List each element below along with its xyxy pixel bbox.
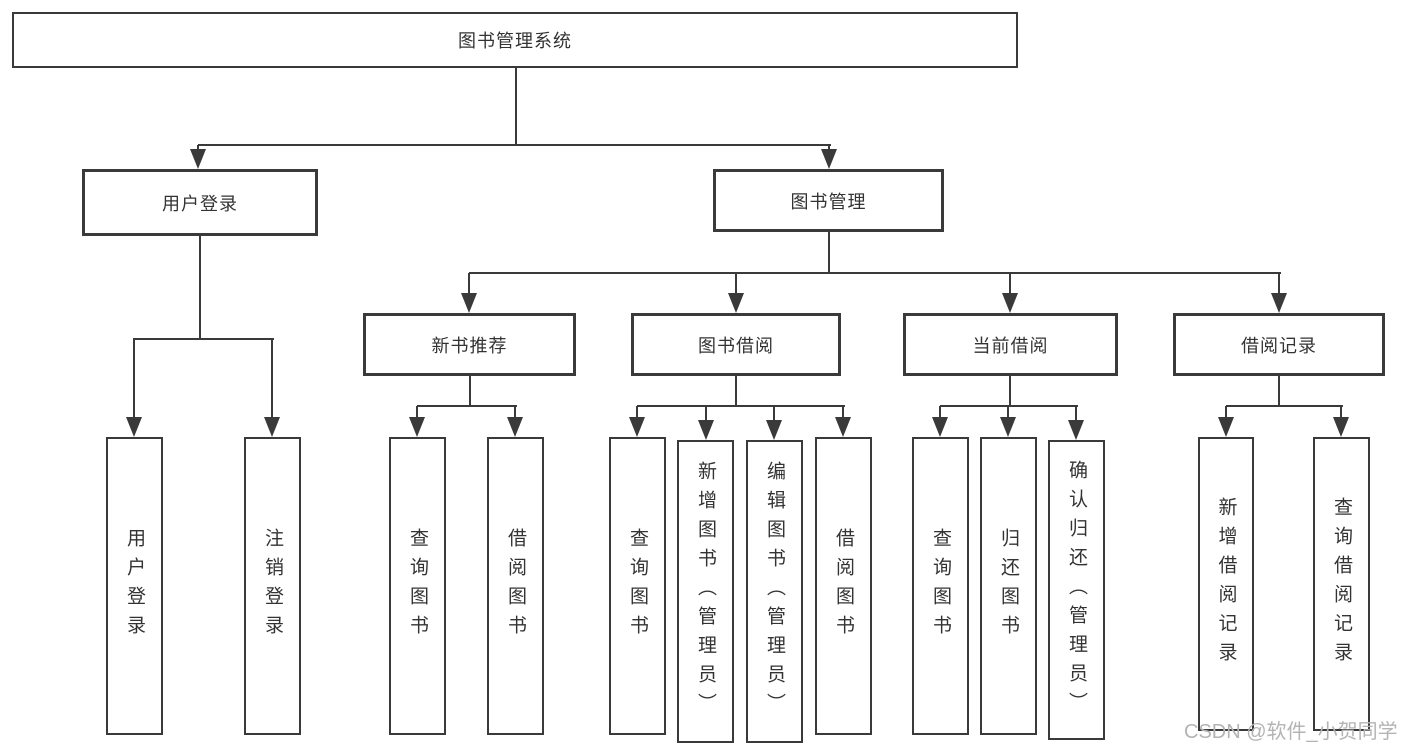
arrow-down-icon <box>821 149 837 169</box>
node-leaf-add-book-admin: 新增图书（管理员） <box>677 440 734 743</box>
connector-line <box>515 68 517 146</box>
connector-line <box>637 405 845 407</box>
connector-arrow-stem <box>1225 406 1227 419</box>
arrow-down-icon <box>1000 417 1016 437</box>
arrow-down-icon <box>766 420 782 440</box>
arrow-down-icon <box>126 417 142 437</box>
connector-arrow-stem <box>636 406 638 419</box>
node-new-book-recommendation: 新书推荐 <box>363 313 576 376</box>
connector-arrow-stem <box>514 406 516 419</box>
connector-line <box>828 232 830 274</box>
connector-line <box>735 376 737 407</box>
node-leaf-query-books-borrowing: 查询图书 <box>609 437 666 735</box>
connector-arrow-stem <box>828 145 830 151</box>
node-user-login: 用户登录 <box>82 169 318 236</box>
arrow-down-icon <box>409 417 425 437</box>
connector-line <box>469 272 1281 274</box>
connector-arrow-stem <box>773 406 775 422</box>
connector-line <box>1009 376 1011 407</box>
connector-arrow-stem <box>1340 406 1342 419</box>
arrow-down-icon <box>190 149 206 169</box>
connector-arrow-stem <box>1009 273 1011 295</box>
connector-arrow-stem <box>1007 406 1009 419</box>
arrow-down-icon <box>1068 420 1084 440</box>
node-leaf-user-login: 用户登录 <box>106 437 163 735</box>
node-leaf-logout: 注销登录 <box>244 437 301 735</box>
connector-line <box>940 405 1078 407</box>
connector-line <box>1278 376 1280 407</box>
node-leaf-add-borrow-record: 新增借阅记录 <box>1198 437 1254 731</box>
connector-line <box>199 236 201 340</box>
arrow-down-icon <box>1002 293 1018 313</box>
connector-line <box>1226 405 1343 407</box>
arrow-down-icon <box>1218 417 1234 437</box>
arrow-down-icon <box>507 417 523 437</box>
connector-arrow-stem <box>133 338 135 419</box>
node-book-borrowing: 图书借阅 <box>631 313 841 376</box>
connector-arrow-stem <box>705 406 707 422</box>
node-leaf-query-borrow-record: 查询借阅记录 <box>1313 437 1370 731</box>
connector-arrow-stem <box>1278 273 1280 295</box>
csdn-watermark: CSDN @软件_小贺同学 <box>1184 721 1398 743</box>
connector-line <box>417 405 517 407</box>
connector-arrow-stem <box>416 406 418 419</box>
arrow-down-icon <box>1271 293 1287 313</box>
connector-arrow-stem <box>842 406 844 419</box>
connector-arrow-stem <box>468 273 470 295</box>
connector-arrow-stem <box>939 406 941 419</box>
connector-line <box>469 376 471 407</box>
arrow-down-icon <box>264 417 280 437</box>
node-leaf-query-books-current: 查询图书 <box>912 437 969 735</box>
arrow-down-icon <box>728 293 744 313</box>
node-leaf-borrow-books-borrowing: 借阅图书 <box>815 437 872 735</box>
node-book-management-system: 图书管理系统 <box>12 12 1018 68</box>
connector-arrow-stem <box>197 145 199 151</box>
node-leaf-query-books-recommend: 查询图书 <box>389 437 446 735</box>
node-leaf-borrow-books-recommend: 借阅图书 <box>487 437 544 735</box>
arrow-down-icon <box>932 417 948 437</box>
arrow-down-icon <box>1333 417 1349 437</box>
node-leaf-confirm-return-admin: 确认归还（管理员） <box>1048 440 1105 740</box>
node-borrowing-records: 借阅记录 <box>1173 313 1385 376</box>
node-current-borrowing: 当前借阅 <box>903 313 1118 376</box>
connector-line <box>134 338 274 340</box>
node-leaf-return-books: 归还图书 <box>980 437 1037 735</box>
arrow-down-icon <box>698 420 714 440</box>
node-book-management: 图书管理 <box>713 169 944 232</box>
connector-arrow-stem <box>271 338 273 419</box>
connector-line <box>198 144 831 146</box>
node-leaf-edit-book-admin: 编辑图书（管理员） <box>746 440 803 743</box>
arrow-down-icon <box>629 417 645 437</box>
arrow-down-icon <box>835 417 851 437</box>
arrow-down-icon <box>461 293 477 313</box>
connector-arrow-stem <box>735 273 737 295</box>
connector-arrow-stem <box>1075 406 1077 422</box>
